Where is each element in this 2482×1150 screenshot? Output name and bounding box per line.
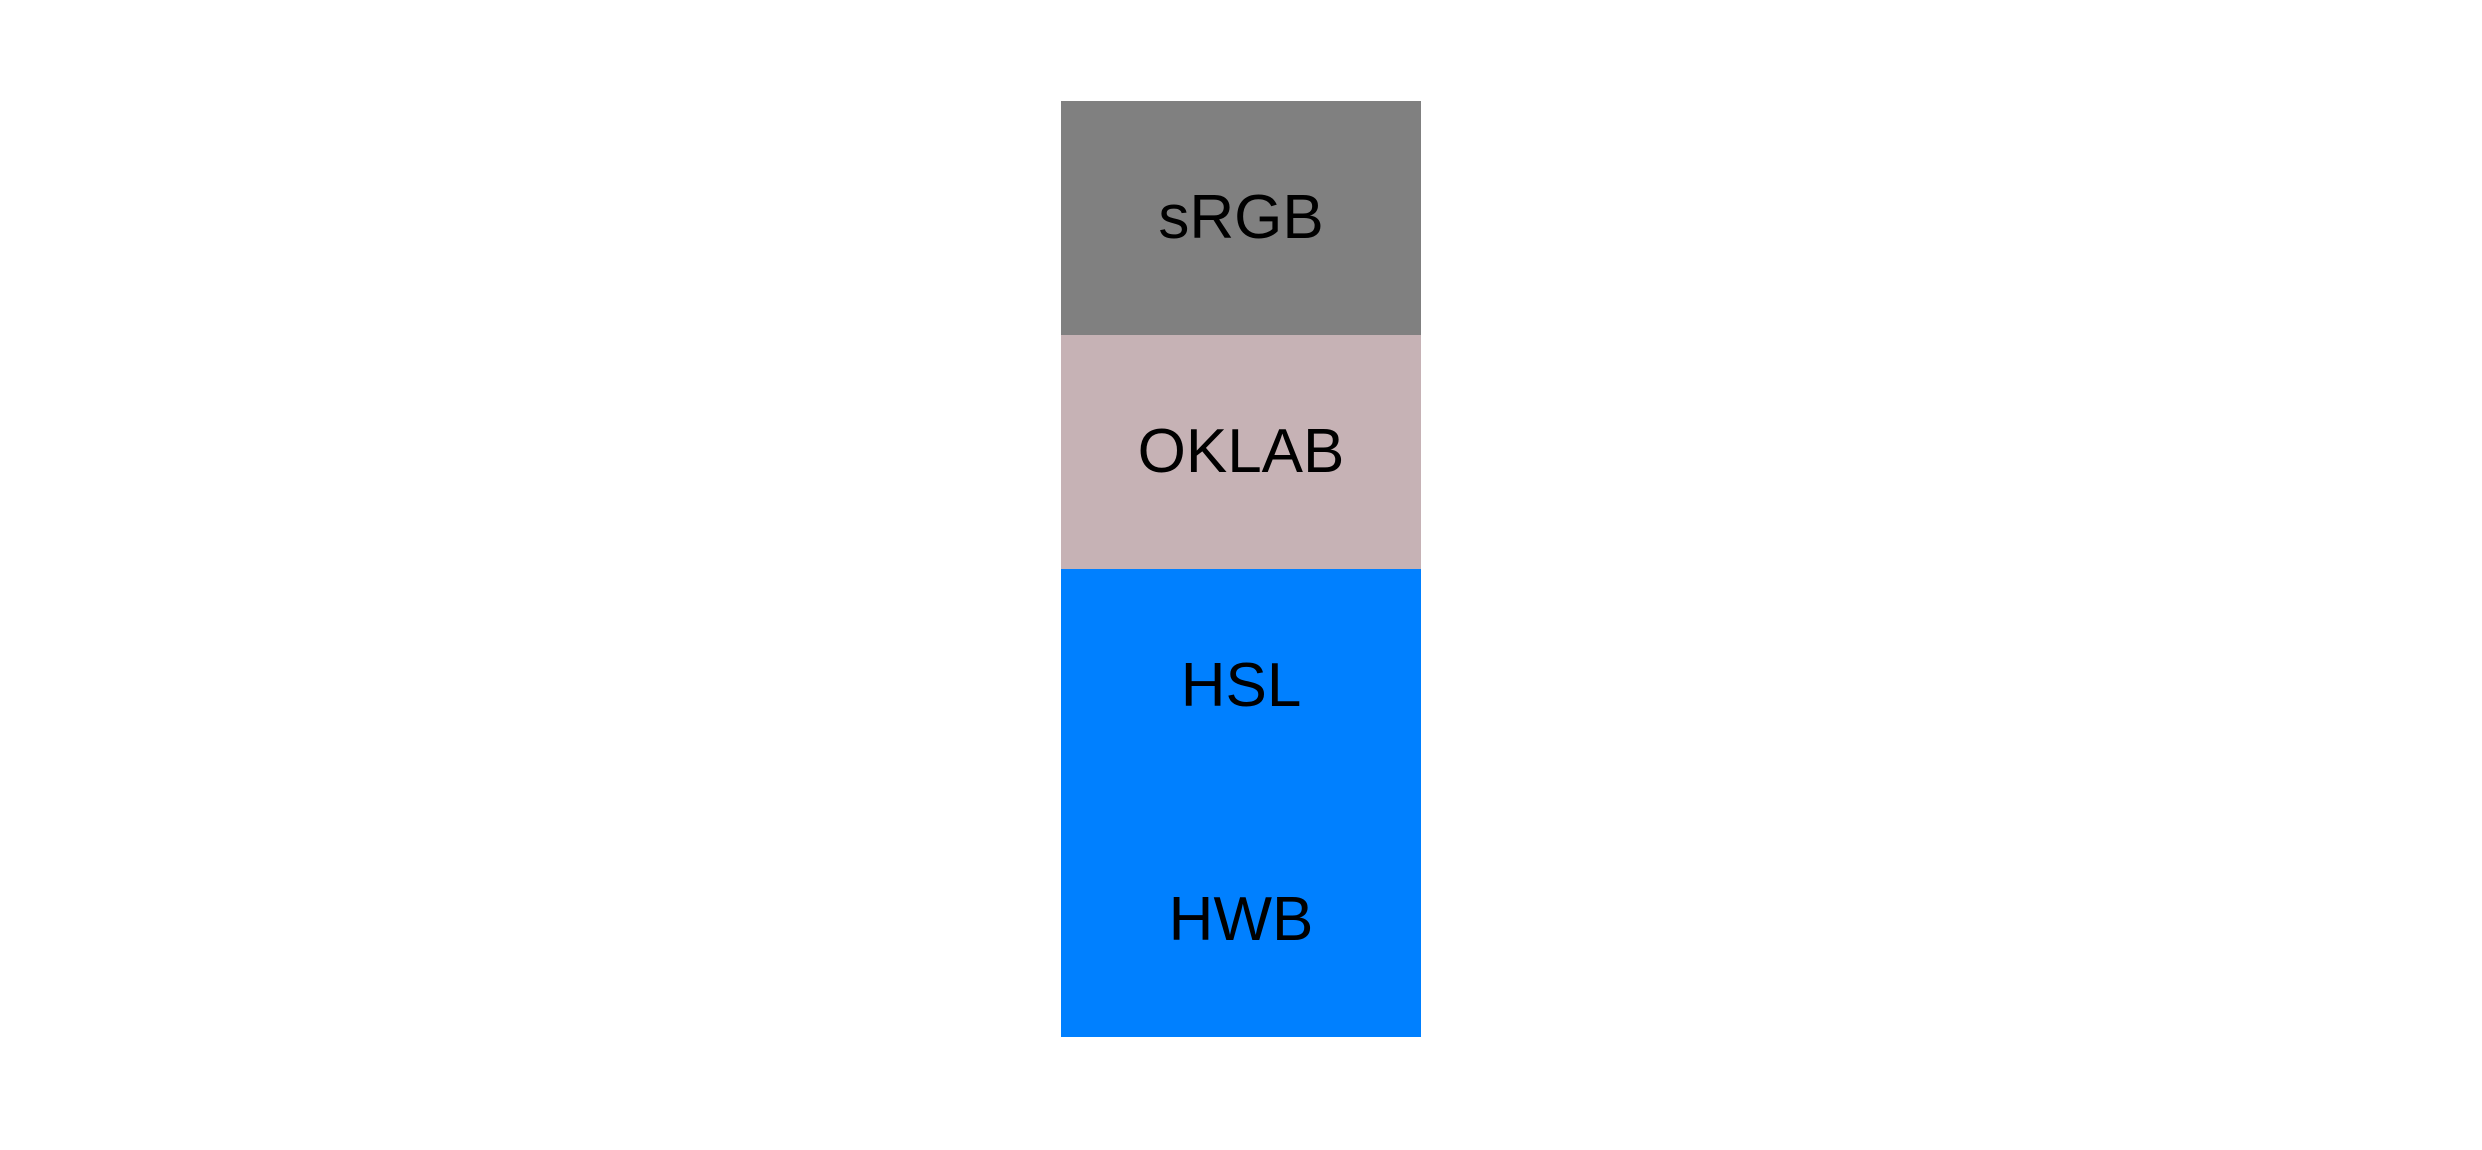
swatch-srgb: sRGB xyxy=(1061,101,1421,335)
swatch-label-hwb: HWB xyxy=(1168,885,1314,954)
color-space-swatch-column: sRGB OKLAB HSL HWB xyxy=(1061,101,1421,1037)
swatch-label-srgb: sRGB xyxy=(1158,183,1324,252)
swatch-oklab: OKLAB xyxy=(1061,335,1421,569)
swatch-label-oklab: OKLAB xyxy=(1137,417,1345,486)
swatch-hsl: HSL xyxy=(1061,569,1421,803)
swatch-label-hsl: HSL xyxy=(1180,651,1302,720)
swatch-hwb: HWB xyxy=(1061,803,1421,1037)
